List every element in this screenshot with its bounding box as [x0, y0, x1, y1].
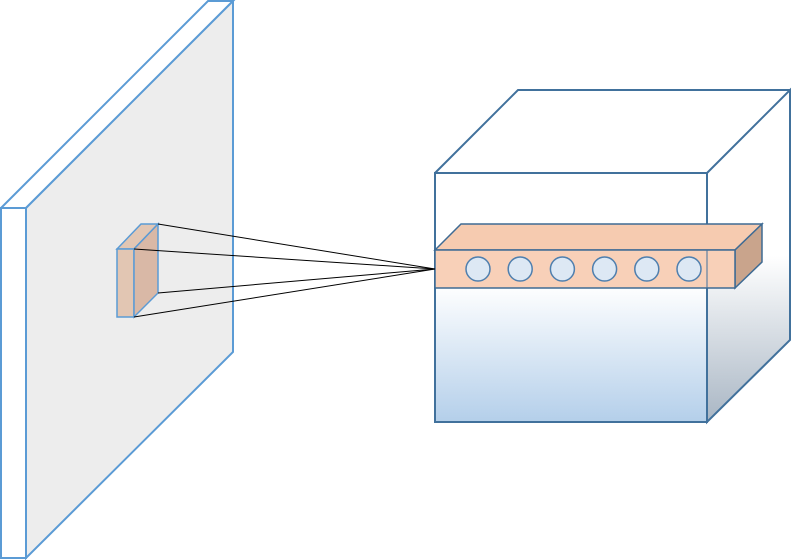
output-volume-front-face [434, 172, 708, 423]
connection-lines [133, 223, 436, 318]
neuron-group [465, 256, 702, 282]
connection-line-3 [157, 268, 436, 294]
depth-column-top-face [433, 223, 764, 251]
depth-column [433, 222, 764, 290]
connection-line-1 [157, 223, 436, 270]
connection-line-2 [133, 248, 436, 270]
connection-line-4 [133, 268, 436, 318]
neuron-2 [507, 256, 533, 282]
neuron-1 [465, 256, 491, 282]
neuron-4 [591, 256, 618, 282]
neuron-3 [549, 256, 576, 282]
patch-front-face [116, 248, 135, 318]
neuron-5 [634, 256, 660, 282]
output-volume-top-edges [434, 89, 790, 174]
input-plane-left-edge [0, 207, 27, 559]
neuron-6 [676, 256, 702, 282]
depth-column-front-face [434, 249, 736, 289]
